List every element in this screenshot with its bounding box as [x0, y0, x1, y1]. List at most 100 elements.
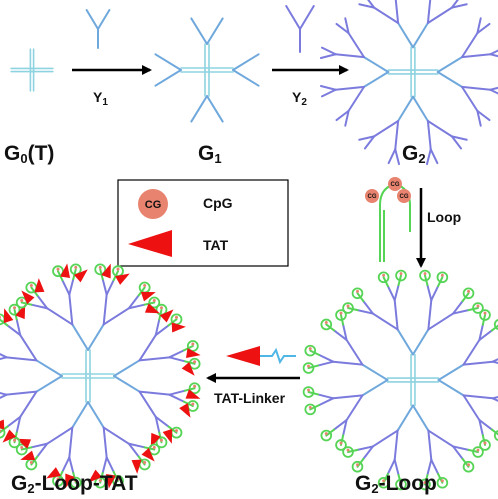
y2-branch [460, 32, 479, 59]
arrow-loop-label: Loop [427, 209, 461, 225]
tat-triangle [21, 290, 35, 305]
y2-branch [347, 85, 366, 112]
loop-ring [15, 443, 28, 456]
cpg-dot [467, 463, 470, 467]
y2-branch [5, 390, 38, 396]
y2-arm [342, 419, 348, 437]
tat-triangle [101, 263, 111, 279]
cpg-circle [388, 177, 402, 191]
loop-ring [69, 476, 82, 489]
y2-monomer [285, 5, 315, 53]
cpg-legend-label: CpG [203, 195, 233, 211]
tat-triangle [144, 303, 160, 314]
cpg-dot [174, 429, 178, 433]
tat-triangle [162, 428, 173, 444]
y2-arm [344, 109, 350, 127]
y2-branch [138, 390, 157, 418]
y1-branch [35, 359, 63, 377]
y2-arm [0, 393, 8, 399]
y1-branch [437, 379, 465, 397]
y2-branch [46, 307, 74, 326]
cpg-dot [74, 265, 78, 269]
cpg-dot [116, 477, 120, 481]
loop-ring [302, 362, 315, 374]
cpg-dot [356, 289, 359, 293]
label-g0: G0(T) [4, 142, 54, 166]
cpg-dot [98, 265, 102, 269]
cpg-circle [365, 189, 379, 203]
tat-triangle [88, 469, 103, 483]
tat-triangle [60, 263, 71, 278]
y2-arm [320, 46, 337, 56]
tat-triangle [141, 447, 155, 462]
label-g2-loop: G2-Loop [355, 472, 437, 496]
y2-arm [318, 353, 335, 363]
y2-branch [46, 426, 74, 445]
y2-branch [345, 394, 364, 422]
y2-branch [393, 429, 399, 461]
loop-ring [395, 478, 407, 491]
cpg-dot [307, 364, 310, 368]
cpg-dot [13, 438, 17, 442]
loop-ring [479, 439, 491, 451]
y2-branch [19, 334, 38, 362]
y2-arm [430, 458, 440, 475]
loop-ring [320, 318, 333, 331]
y2-branch [102, 426, 108, 459]
tat-legend-icon [128, 230, 172, 257]
y-arm [285, 5, 301, 30]
cpg-dot [382, 273, 386, 277]
y1-branch [190, 95, 208, 123]
g2-loop-tat-structure [0, 263, 201, 489]
loop-ring [320, 429, 333, 442]
y2-branch [102, 293, 108, 326]
cpg-dot [399, 481, 403, 484]
y2-arm [450, 135, 463, 150]
y2-arm [0, 353, 8, 359]
cpg-circle [397, 189, 411, 203]
cpg-dot [0, 315, 2, 319]
cpg-dot [116, 267, 120, 271]
loop-ring [335, 439, 347, 451]
loop-ring [8, 303, 21, 316]
y2-branch [427, 429, 455, 448]
cpg-dot [29, 460, 33, 464]
y2-branch [426, 0, 432, 25]
y2-arm [450, 3, 468, 9]
loop-ring [377, 271, 390, 284]
loop-ring [462, 460, 475, 473]
y1-branch [232, 53, 260, 71]
cpg-dot [467, 289, 470, 293]
y1-branch [232, 69, 260, 87]
y2-branch [462, 338, 481, 366]
cpg-legend-icon [138, 189, 168, 219]
y1-branch [71, 401, 89, 429]
y2-arm [430, 285, 440, 302]
cpg-dot [0, 429, 2, 433]
y2-arm [168, 389, 186, 396]
tat-triangle [115, 273, 130, 285]
tat-triangle [159, 309, 174, 323]
g1-structure [154, 17, 260, 123]
y2-arm [489, 88, 498, 95]
y2-arm [386, 285, 396, 302]
tat-legend-label: TAT [203, 237, 229, 253]
y2-arm [452, 445, 464, 460]
cpg-dot [423, 481, 427, 484]
y2-arm [476, 22, 491, 35]
y2-branch [426, 6, 453, 25]
cpg-dot [20, 445, 24, 449]
y1-branch [206, 95, 224, 123]
cpg-dot [13, 306, 17, 310]
y2-arm [362, 300, 374, 315]
y2-arm [425, 148, 432, 166]
y2-arm [478, 329, 493, 341]
cpg-dot [191, 342, 195, 346]
cpg-dot [191, 402, 195, 406]
y2-arm [387, 148, 397, 165]
y2-arm [426, 458, 433, 476]
y2-branch [5, 356, 38, 362]
y2-branch [427, 429, 433, 461]
y1-branch [396, 328, 414, 356]
y1-branch [190, 17, 208, 45]
